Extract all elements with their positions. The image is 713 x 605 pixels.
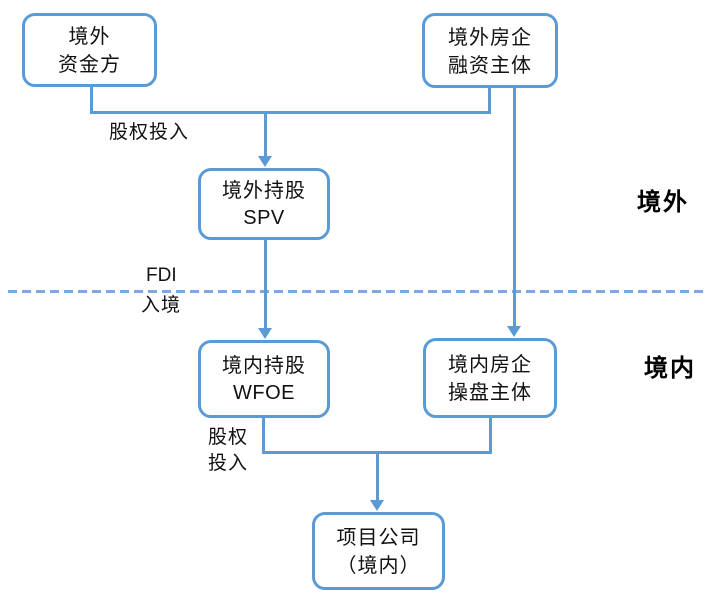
arrowhead-to-operator-icon [507,326,521,337]
node-offshore-spv: 境外持股 SPV [198,168,330,240]
node-offshore-capital-line2: 资金方 [58,52,121,76]
node-project-company: 项目公司 （境内） [312,512,445,590]
node-offshore-spv-line1: 境外持股 [222,178,306,202]
connector-arrow-to-wfoe [264,240,267,330]
region-label-offshore: 境外 [637,188,689,216]
edge-label-equity-investment-bottom: 股权 投入 [208,424,248,476]
node-project-company-line2: （境内） [336,553,421,577]
edge-label-equity-investment-top: 股权投入 [109,121,190,143]
edge-label-equity-bottom-line1: 股权 [208,426,249,448]
node-offshore-financer-line1: 境外房企 [448,24,532,49]
node-onshore-wfoe-line1: 境内持股 [222,353,306,377]
connector-top-horizontal [90,111,491,114]
region-label-onshore: 境内 [644,354,696,382]
edge-label-entry: 入境 [141,294,182,316]
arrowhead-to-wfoe-icon [258,328,272,339]
connector-arrow-to-project [376,452,379,502]
connector-operator-down [489,417,492,454]
connector-financer-down [488,87,491,113]
edge-label-fdi: FDI [146,265,177,286]
node-onshore-operator: 境内房企 操盘主体 [423,338,557,418]
connector-arrow-to-spv [264,112,267,157]
node-onshore-operator-line2: 操盘主体 [448,380,532,404]
node-onshore-operator-line1: 境内房企 [448,352,532,376]
arrowhead-to-project-icon [370,500,384,511]
node-offshore-capital-line1: 境外 [68,24,111,48]
offshore-onshore-dashed-boundary [8,290,706,293]
connector-wfoe-down [262,417,265,454]
node-offshore-spv-line2: SPV [243,207,285,229]
connector-financer-to-operator [513,87,516,328]
node-onshore-wfoe-line2: WFOE [233,382,295,404]
node-onshore-wfoe: 境内持股 WFOE [198,340,330,418]
node-offshore-capital: 境外 资金方 [22,13,157,87]
connector-capital-down [90,86,93,113]
node-project-company-line1: 项目公司 [336,525,421,549]
node-offshore-financer-line2: 融资主体 [448,52,532,77]
edge-label-equity-bottom-line2: 投入 [208,452,249,474]
arrowhead-to-spv-icon [258,156,272,167]
node-offshore-financer: 境外房企 融资主体 [422,13,558,88]
